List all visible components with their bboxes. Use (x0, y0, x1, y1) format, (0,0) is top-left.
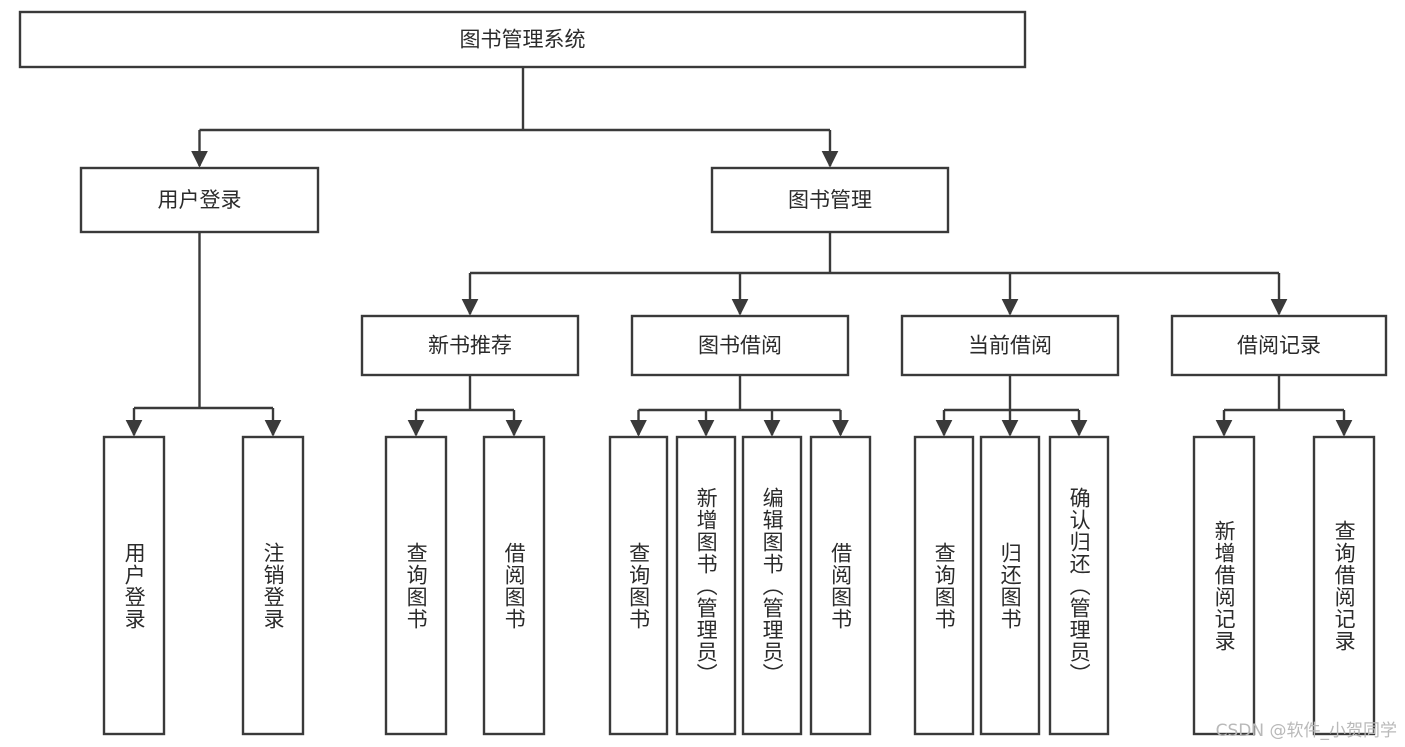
node-label: 借阅图书 (502, 541, 527, 630)
node-label: 查询借阅记录 (1332, 519, 1357, 652)
node-label: 新增借阅记录 (1212, 519, 1237, 652)
node-label: 借阅记录 (1237, 334, 1321, 358)
node-new-book-recommend[interactable]: 新书推荐 (360, 314, 580, 377)
node-leaf-return-book[interactable]: 归还图书 (979, 435, 1041, 736)
connector-layer (125, 67, 1353, 437)
node-book-borrow[interactable]: 图书借阅 (630, 314, 850, 377)
node-label: 新书推荐 (428, 334, 512, 358)
node-leaf-edit-book[interactable]: 编辑图书（管理员） (741, 435, 803, 736)
node-label: 用户登录 (122, 541, 147, 630)
node-label: 归还图书 (998, 541, 1023, 630)
node-root[interactable]: 图书管理系统 (18, 10, 1027, 69)
node-current-borrow[interactable]: 当前借阅 (900, 314, 1120, 377)
node-label: 当前借阅 (968, 334, 1052, 358)
node-leaf-add-book[interactable]: 新增图书（管理员） (675, 435, 737, 736)
node-book-manage[interactable]: 图书管理 (710, 166, 950, 234)
node-label: 查询图书 (404, 541, 429, 630)
node-label: 借阅图书 (828, 541, 853, 630)
node-label: 查询图书 (626, 541, 651, 630)
node-leaf-confirm-return[interactable]: 确认归还（管理员） (1048, 435, 1110, 736)
node-leaf-logout[interactable]: 注销登录 (241, 435, 305, 736)
node-leaf-add-record[interactable]: 新增借阅记录 (1192, 435, 1256, 736)
node-leaf-borrow-book-1[interactable]: 借阅图书 (482, 435, 546, 736)
node-label: 注销登录 (261, 541, 286, 630)
node-label: 编辑图书（管理员） (760, 486, 785, 685)
node-leaf-query-book-3[interactable]: 查询图书 (913, 435, 975, 736)
node-leaf-query-book-2[interactable]: 查询图书 (608, 435, 669, 736)
node-label: 确认归还（管理员） (1067, 486, 1092, 685)
node-label: 用户登录 (158, 188, 242, 212)
node-leaf-query-book-1[interactable]: 查询图书 (384, 435, 448, 736)
node-label: 新增图书（管理员） (694, 486, 719, 685)
node-label: 图书借阅 (698, 334, 782, 358)
node-label: 查询图书 (932, 541, 957, 630)
node-label: 图书管理 (788, 188, 872, 212)
node-user-login[interactable]: 用户登录 (79, 166, 320, 234)
node-layer: 图书管理系统用户登录图书管理新书推荐图书借阅当前借阅借阅记录用户登录注销登录查询… (18, 10, 1388, 736)
node-leaf-query-record[interactable]: 查询借阅记录 (1312, 435, 1376, 736)
node-borrow-record[interactable]: 借阅记录 (1170, 314, 1388, 377)
node-leaf-user-login[interactable]: 用户登录 (102, 435, 166, 736)
node-leaf-borrow-book-2[interactable]: 借阅图书 (809, 435, 872, 736)
node-label: 图书管理系统 (460, 28, 586, 52)
